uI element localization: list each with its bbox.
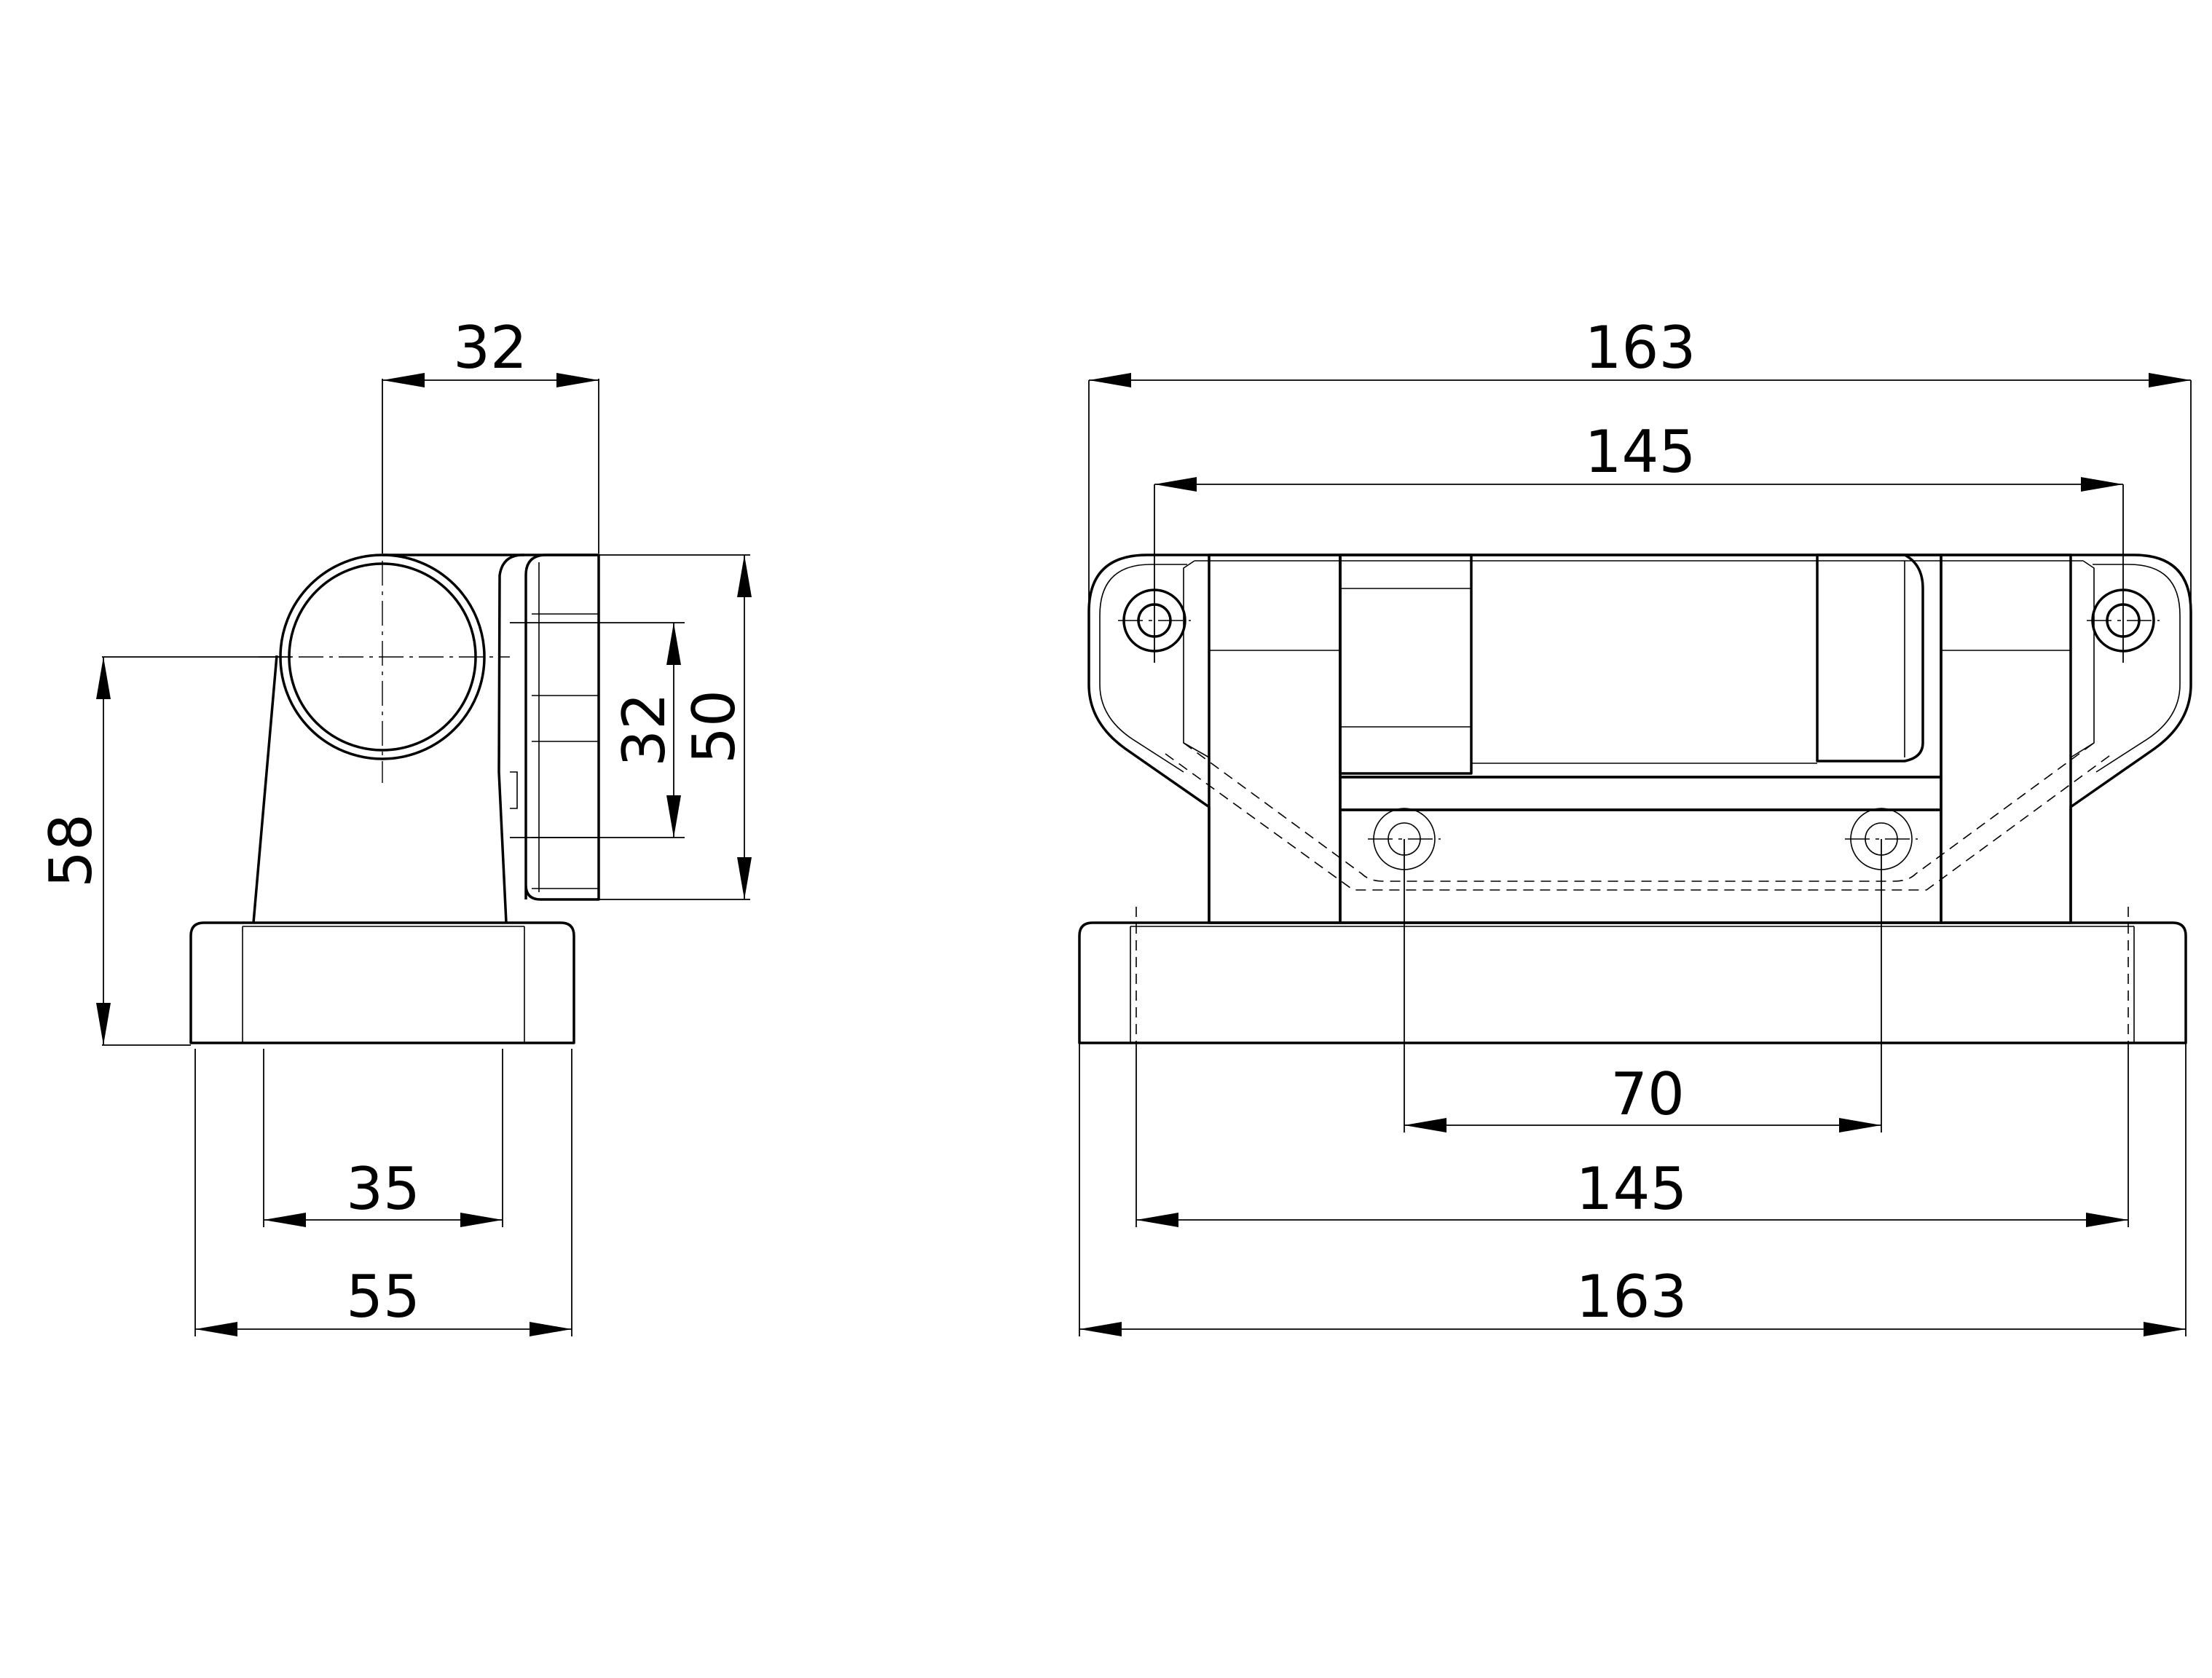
dim-arrow: [2144, 1322, 2186, 1336]
front-flange-inner-left: [1183, 560, 1210, 758]
dim-arrow: [2086, 1213, 2128, 1227]
dim-arrow: [264, 1213, 306, 1227]
dim-arrow: [666, 623, 681, 665]
dim-inner-holes-label: 70: [1610, 1060, 1685, 1128]
dim-arrow: [2149, 373, 2191, 387]
front-flange-inner-right: [2070, 560, 2095, 758]
dim-arrow: [460, 1213, 503, 1227]
dim-overall-top-label: 163: [1585, 314, 1696, 382]
front-hidden-flange-profile-2: [1165, 753, 2113, 891]
front-flange: [1087, 554, 2192, 923]
dim-arrow: [1404, 1118, 1447, 1133]
dim-arrow: [96, 657, 111, 699]
front-flange-right-ear: [2093, 564, 2181, 773]
front-lower-bar: [1339, 776, 1943, 811]
dim-arrow: [1079, 1322, 1122, 1336]
dim-arrow: [737, 555, 752, 597]
dim-arrow: [556, 373, 599, 387]
dim-arrow: [530, 1322, 572, 1336]
side-view: 32 50 32 58 35 55: [37, 314, 752, 1336]
dim-top-width-label: 32: [453, 314, 527, 382]
front-base-plate: [1078, 921, 2187, 1044]
dim-axis-height-label: 58: [37, 814, 105, 888]
dim-arrow: [666, 795, 681, 838]
front-left-block: [1208, 554, 1342, 924]
dim-hole-bottom-label: 145: [1576, 1155, 1688, 1223]
front-latch-right: [1816, 554, 1924, 763]
dim-arrow: [195, 1322, 237, 1336]
front-flange-left-ear: [1099, 564, 1187, 773]
front-latch-left: [1339, 554, 1473, 775]
side-flange-notch: [510, 771, 518, 809]
dim-arrow: [737, 857, 752, 899]
dim-arrow: [1839, 1118, 1881, 1133]
dim-arrow: [382, 373, 425, 387]
dim-base-width-label: 55: [346, 1263, 420, 1331]
dim-arrow: [1136, 1213, 1178, 1227]
dim-arrow: [1089, 373, 1131, 387]
dim-arrow: [96, 1003, 111, 1045]
front-view: 163 145 70 145 163: [1078, 314, 2192, 1336]
dim-hole-spacing-label: 35: [346, 1155, 420, 1223]
dim-hole-top-label: 145: [1585, 418, 1696, 486]
front-lower-body: [1339, 808, 1943, 924]
side-base-plate: [189, 921, 575, 1044]
dim-overall-bottom-label: 163: [1576, 1263, 1688, 1331]
front-right-block: [1940, 554, 2072, 924]
dim-total-height-label: 50: [680, 690, 748, 764]
dim-arrow: [1154, 477, 1197, 492]
side-flange: [524, 554, 600, 901]
dim-arrow: [2081, 477, 2123, 492]
dim-flange-height-label: 32: [610, 693, 678, 767]
front-hidden-flange-profile: [1183, 742, 2095, 882]
